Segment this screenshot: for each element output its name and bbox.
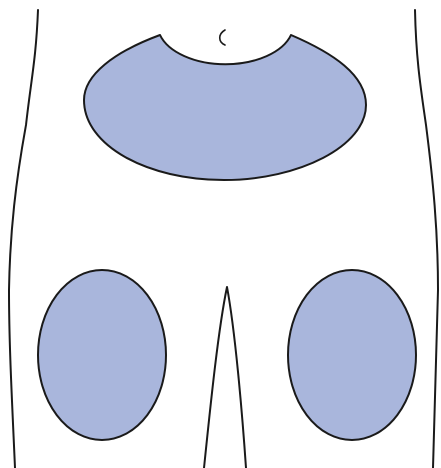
navel-mark [220,30,225,45]
crotch-outline [204,287,246,468]
upper-abdomen-region [84,35,366,180]
left-thigh-region [38,270,166,440]
right-thigh-region [288,270,416,440]
body-right-outline [415,10,438,468]
body-left-outline [9,10,38,468]
